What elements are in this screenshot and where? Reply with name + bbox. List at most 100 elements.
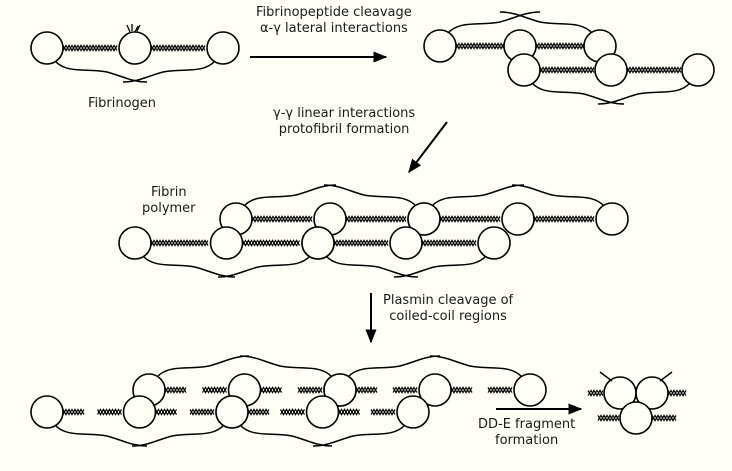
- coiled-coil: [279, 408, 306, 416]
- alpha-c-tail: [312, 424, 406, 447]
- nodule: [595, 202, 629, 236]
- coiled-coil: [487, 386, 513, 394]
- alpha-c-tail: [243, 184, 337, 207]
- alpha-c-tail: [54, 424, 148, 447]
- coiled-coil: [251, 215, 313, 223]
- coiled-coil: [439, 215, 501, 223]
- label-step3-line1: Plasmin cleavage of: [383, 293, 514, 308]
- nodule: [122, 395, 157, 429]
- coiled-coil: [201, 386, 228, 394]
- nodule: [396, 395, 430, 429]
- nodule: [501, 202, 535, 236]
- nodule: [118, 226, 152, 260]
- nodule: [30, 395, 64, 429]
- coiled-coil: [421, 239, 477, 247]
- coiled-coil: [651, 414, 677, 422]
- nodule: [418, 373, 452, 407]
- label-step3: Plasmin cleavage of coiled-coil regions: [383, 293, 513, 325]
- nodule: [209, 226, 244, 260]
- coiled-coil: [202, 386, 227, 394]
- nodule: [215, 395, 249, 429]
- coiled-coil: [667, 389, 687, 397]
- alpha-c-tail: [217, 255, 311, 278]
- coiled-coil: [150, 44, 206, 52]
- alpha-c-tail: [131, 424, 225, 447]
- coiled-coil: [297, 386, 323, 394]
- alpha-c-tail: [239, 355, 333, 378]
- coiled-coil: [333, 239, 389, 247]
- coiled-coil: [189, 408, 215, 416]
- alpha-c-tail: [239, 424, 333, 447]
- coiled-coil: [392, 386, 418, 394]
- coiled-coil: [62, 44, 118, 52]
- alpha-c-tail: [347, 355, 441, 378]
- label-step2-line2: protofibril formation: [278, 122, 410, 137]
- alpha-c-tail: [511, 184, 605, 207]
- coiled-coil: [333, 239, 389, 247]
- coiled-coil: [439, 215, 501, 223]
- alpha-c-tail: [156, 355, 250, 378]
- alpha-c-tail: [323, 184, 417, 207]
- label-fibrin-polymer: Fibrin polymer: [142, 185, 196, 217]
- alpha-c-tail: [122, 60, 216, 83]
- nodule: [594, 53, 628, 87]
- coiled-coil: [455, 42, 505, 50]
- coiled-coil: [247, 408, 270, 416]
- coiled-coil: [535, 42, 585, 50]
- label-step4: DD-E fragment formation: [478, 417, 575, 449]
- nodule: [507, 53, 541, 87]
- coiled-coil: [96, 408, 123, 416]
- fibrinopeptide: [126, 24, 141, 33]
- alpha-c-tail: [429, 355, 523, 378]
- coiled-coil: [62, 44, 118, 52]
- alpha-c-tail: [142, 255, 236, 278]
- nodule: [477, 226, 511, 260]
- label-step4-line1: DD-E fragment: [478, 417, 576, 432]
- coiled-coil: [651, 414, 677, 422]
- label-step1: Fibrinopeptide cleavage α-γ lateral inte…: [256, 5, 412, 37]
- molecule-layer: [30, 11, 715, 447]
- coiled-coil: [533, 215, 595, 223]
- label-step2-line1: γ-γ linear interactions: [273, 106, 416, 121]
- label-step2: γ-γ linear interactions protofibril form…: [273, 106, 415, 138]
- nodule: [407, 202, 441, 236]
- alpha-c-tail: [431, 184, 525, 207]
- coiled-coil: [150, 44, 206, 52]
- nodule: [206, 31, 240, 65]
- alpha-c-tail: [499, 11, 593, 34]
- coiled-coil: [189, 408, 215, 416]
- coiled-coil: [392, 386, 418, 394]
- coiled-coil: [450, 386, 473, 394]
- coiled-coil: [260, 386, 282, 394]
- nodule: [323, 373, 357, 407]
- label-fibrin-line1: Fibrin: [150, 185, 187, 200]
- coiled-coil: [242, 239, 300, 247]
- label-step3-line2: coiled-coil regions: [389, 309, 507, 324]
- coiled-coil: [155, 408, 177, 416]
- alpha-c-tail: [597, 82, 691, 105]
- nodule: [513, 373, 547, 407]
- coiled-coil: [62, 408, 85, 416]
- coiled-coil: [626, 66, 682, 74]
- nodule: [305, 395, 340, 429]
- coiled-coil: [626, 66, 682, 74]
- coiled-coil: [345, 215, 407, 223]
- nodule: [118, 31, 152, 65]
- coiled-coil: [338, 408, 360, 416]
- label-step1-line1: Fibrinopeptide cleavage: [256, 5, 412, 20]
- arrow-step2: [408, 121, 448, 174]
- coiled-coil: [297, 386, 323, 394]
- coiled-coil: [280, 408, 305, 416]
- nodule: [30, 31, 64, 65]
- coiled-coil: [97, 408, 122, 416]
- nodule: [389, 226, 423, 260]
- coiled-coil: [150, 239, 209, 247]
- coiled-coil: [355, 386, 378, 394]
- nodule: [635, 376, 669, 410]
- coiled-coil: [345, 215, 407, 223]
- label-step4-line2: formation: [495, 433, 559, 448]
- coiled-coil: [535, 42, 585, 50]
- label-step1-line2: α-γ lateral interactions: [259, 21, 408, 36]
- coiled-coil: [370, 408, 396, 416]
